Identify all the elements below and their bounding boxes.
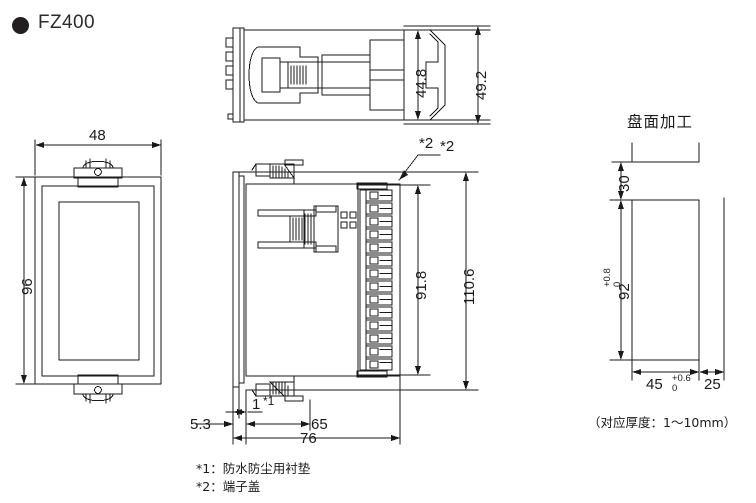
callout-side-2: *2 bbox=[440, 138, 455, 155]
callout-top-2: *2 bbox=[419, 135, 434, 152]
footnote-2: *2：端子盖 bbox=[196, 479, 261, 495]
front-view-geometry bbox=[34, 158, 162, 404]
dim-horizontal-group bbox=[195, 375, 401, 445]
panel-cutout-title: 盘面加工 bbox=[627, 113, 694, 131]
top-view-geometry bbox=[225, 27, 491, 123]
dim-45 bbox=[631, 359, 700, 381]
tol-lower-92: 0 bbox=[611, 281, 623, 287]
dim-label-1: 1 bbox=[252, 396, 261, 413]
dim-label-25: 25 bbox=[704, 376, 721, 393]
dim-label-65: 65 bbox=[311, 416, 328, 433]
dim-110-6 bbox=[232, 171, 479, 391]
terminal-screws bbox=[365, 189, 393, 371]
tol-upper-45: +0.6 bbox=[672, 373, 691, 384]
dim-44-8 bbox=[415, 30, 421, 120]
dim-label-96: 96 bbox=[19, 278, 36, 295]
dim-label-76: 76 bbox=[300, 430, 317, 447]
callout-side-1: *1 bbox=[263, 394, 275, 408]
filled-circle-icon bbox=[12, 17, 29, 34]
dim-91-8 bbox=[399, 184, 431, 376]
callout-2-leader bbox=[398, 154, 441, 181]
panel-thickness-note: （对应厚度：1～10mm） bbox=[588, 415, 737, 430]
dim-label-44-8: 44.8 bbox=[413, 68, 430, 98]
dim-label-110-6: 110.6 bbox=[461, 268, 478, 305]
dim-label-91-8: 91.8 bbox=[413, 270, 430, 300]
dim-tol-45: +0.6 0 bbox=[672, 374, 691, 393]
dim-48 bbox=[34, 139, 162, 176]
dim-label-49-2: 49.2 bbox=[473, 70, 490, 100]
panel-cutout-geometry bbox=[631, 142, 725, 363]
tol-lower-45: 0 bbox=[672, 382, 678, 394]
dim-label-45: 45 bbox=[646, 376, 663, 393]
dim-96 bbox=[15, 176, 41, 385]
side-view-geometry bbox=[232, 159, 401, 402]
dim-label-48: 48 bbox=[89, 127, 106, 144]
footnotes: *1：防水防尘用衬垫 *2：端子盖 bbox=[196, 460, 310, 496]
footnote-1: *1：防水防尘用衬垫 bbox=[196, 461, 311, 476]
dim-49-2 bbox=[403, 25, 491, 125]
dim-label-5-3: 5.3 bbox=[190, 416, 211, 433]
dim-25 bbox=[699, 361, 725, 381]
dim-tol-92: +0.8 0 bbox=[602, 268, 623, 287]
page-title: FZ400 bbox=[38, 12, 95, 33]
dim-label-30: 30 bbox=[616, 175, 633, 192]
